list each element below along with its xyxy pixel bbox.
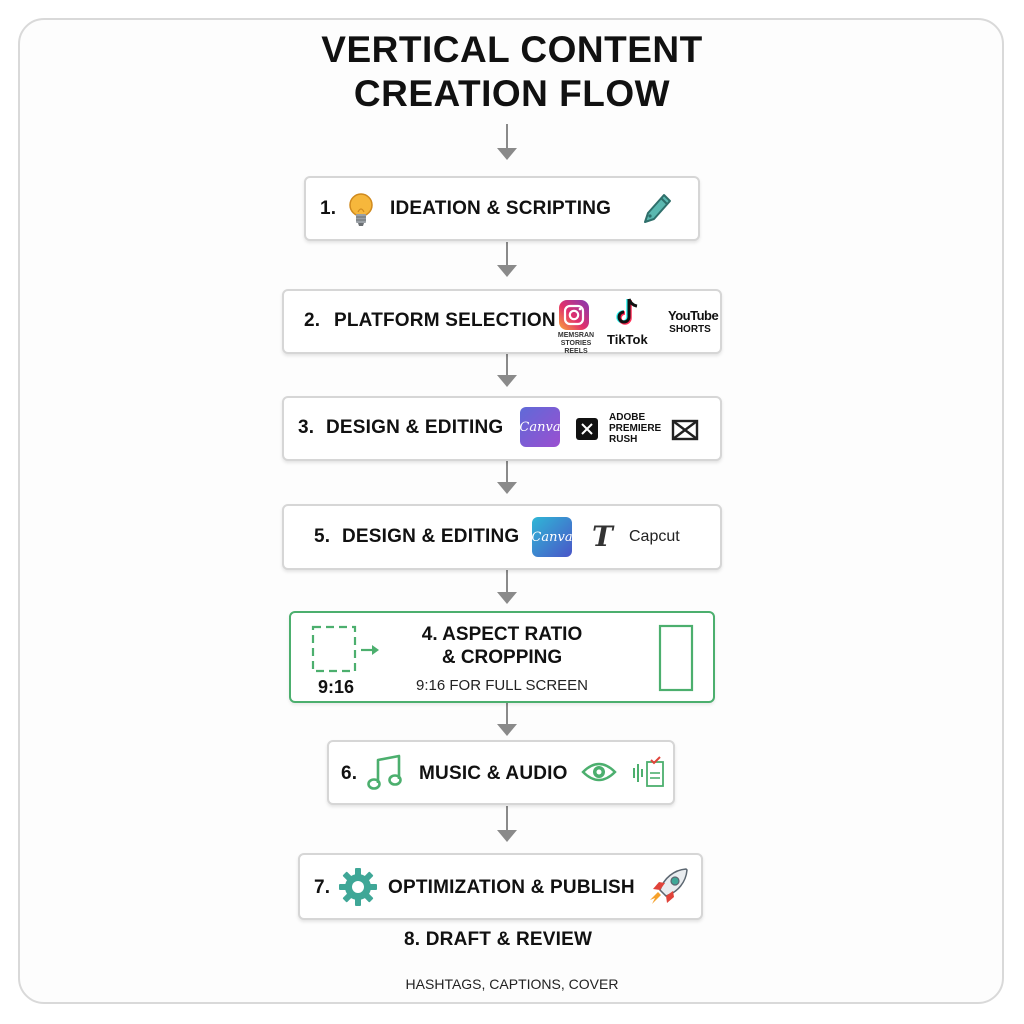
- canva-logo: Canva: [531, 517, 573, 557]
- step-6-label: MUSIC & AUDIO: [419, 763, 568, 784]
- step-7-number: 7.: [314, 877, 331, 898]
- canva-logo: Canva: [519, 407, 561, 447]
- instagram-icon: [558, 299, 590, 336]
- rocket-icon: [646, 864, 692, 915]
- instagram-caption: MEMSRAN STORIES REELS: [557, 332, 595, 355]
- step-3-label: DESIGN & EDITING: [326, 417, 504, 438]
- premiere-rush-label: ADOBE PREMIERE RUSH: [609, 412, 661, 445]
- step-5-box: 5. DESIGN & EDITING Canva T Capcut: [282, 504, 722, 570]
- step-7-box: 7. OPTIMIZATION & PUBLISH: [298, 853, 703, 920]
- flow-arrow: [497, 461, 517, 494]
- aspect-ratio-value: 9:16: [318, 677, 355, 697]
- eye-icon: [581, 760, 617, 789]
- step-1-box: 1. IDEATION & SCRIPTING: [304, 176, 700, 241]
- lightbulb-icon: [346, 192, 376, 233]
- step-6-box: 6. MUSIC & AUDIO: [327, 740, 675, 805]
- audio-checklist-icon: [631, 756, 667, 795]
- youtube-icon: YouTube SHORTS: [668, 308, 719, 335]
- premiere-rush-line-2: PREMIERE: [609, 423, 662, 434]
- step-8-label: 8. DRAFT & REVIEW: [404, 929, 593, 950]
- tiktok-label: TikTok: [607, 332, 648, 347]
- step-2-label: PLATFORM SELECTION: [334, 310, 556, 331]
- step-4-subtitle: 9:16 FOR FULL SCREEN: [416, 677, 588, 694]
- step-3-number: 3.: [298, 417, 315, 438]
- flow-arrow: [497, 124, 517, 160]
- step-2-box: 2. PLATFORM SELECTION MEMSRAN STORIES RE…: [282, 289, 722, 355]
- step-5-label: DESIGN & EDITING: [342, 526, 520, 547]
- youtube-shorts-label: SHORTS: [669, 324, 711, 335]
- tiktok-icon: [614, 296, 642, 333]
- arrow-right-icon: [360, 643, 382, 662]
- premiere-rush-line-1: ADOBE: [609, 412, 646, 423]
- footer-note: HASHTAGS, CAPTIONS, COVER: [405, 976, 619, 992]
- flow-arrow: [497, 570, 517, 604]
- title-line-1: VERTICAL CONTENT: [321, 29, 703, 70]
- capcut-icon: [576, 418, 598, 445]
- step-3-box: 3. DESIGN & EDITING Canva ADOBE PREMIERE…: [282, 396, 722, 461]
- step-6-number: 6.: [341, 763, 358, 784]
- step-4-title-line-1: 4. ASPECT RATIO: [421, 624, 583, 645]
- step-7-label: OPTIMIZATION & PUBLISH: [388, 877, 635, 898]
- crop-frame-icon: [311, 625, 359, 680]
- portrait-frame-icon: [658, 624, 694, 697]
- flow-arrow: [497, 242, 517, 277]
- step-5-number: 5.: [314, 526, 331, 547]
- step-1-label: IDEATION & SCRIPTING: [390, 198, 612, 219]
- premiere-rush-line-3: RUSH: [609, 434, 638, 445]
- step-4-title-line-2: & CROPPING: [441, 647, 563, 668]
- flow-arrow: [497, 703, 517, 736]
- diagram-title: VERTICAL CONTENT CREATION FLOW: [0, 28, 1024, 116]
- youtube-label: YouTube: [668, 308, 719, 323]
- flow-arrow: [497, 354, 517, 387]
- step-2-number: 2.: [304, 310, 321, 331]
- step-4-title: 4. ASPECT RATIO & CROPPING: [387, 623, 617, 669]
- capcut-label: Capcut: [629, 528, 680, 545]
- gear-icon: [338, 867, 378, 912]
- step-1-number: 1.: [320, 198, 337, 219]
- pen-icon: [640, 192, 672, 231]
- step-4-box: 9:16 4. ASPECT RATIO & CROPPING 9:16 FOR…: [289, 611, 715, 703]
- flow-arrow: [497, 806, 517, 842]
- music-note-icon: [367, 753, 403, 798]
- title-line-2: CREATION FLOW: [353, 73, 671, 114]
- text-icon: T: [592, 520, 613, 553]
- capcut-logo-icon: [671, 418, 699, 447]
